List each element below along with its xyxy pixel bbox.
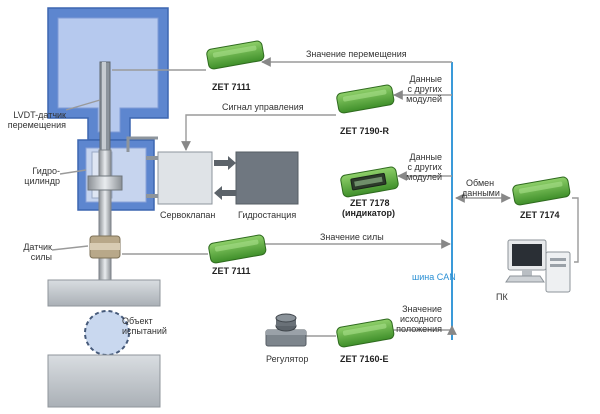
lvdt-label-line1: LVDT-датчик: [13, 110, 66, 120]
hydro-station: [235, 151, 299, 205]
module-zet7111-bottom: [208, 234, 267, 264]
force-value-label: Значение силы: [320, 232, 384, 242]
other-modules-2-line1: Данные: [409, 152, 442, 162]
zet7160e-label: ZET 7160-E: [340, 354, 389, 364]
test-object-label-line2: испытаний: [122, 326, 167, 336]
initial-position-line3: положения: [396, 324, 442, 334]
upper-plate: [47, 279, 161, 307]
can-bus-label: шина CAN: [412, 272, 456, 282]
cylinder-label-line2: цилиндр: [24, 176, 60, 186]
connection-lines: [51, 57, 579, 337]
zet7178-label-line2: (индикатор): [342, 208, 395, 218]
zet7178-label-line1: ZET 7178: [350, 198, 390, 208]
data-exchange-line2: данными: [462, 188, 500, 198]
servo-valve: [126, 136, 213, 205]
other-modules-1-line2: с других: [408, 84, 443, 94]
module-zet7111-top: [206, 40, 265, 70]
force-sensor-label-line2: силы: [31, 252, 52, 262]
hydro-arrows: [214, 156, 236, 200]
other-modules-2-line3: модулей: [406, 172, 442, 182]
other-modules-1-line3: модулей: [406, 94, 442, 104]
zet7174-label: ZET 7174: [520, 210, 560, 220]
other-modules-1-line1: Данные: [409, 74, 442, 84]
pc-icon: [505, 239, 571, 293]
control-signal-label: Сигнал управления: [222, 102, 304, 112]
hydro-station-label: Гидростанция: [238, 210, 296, 220]
zet7111-top-label: ZET 7111: [212, 82, 251, 92]
cylinder-label-line1: Гидро-: [32, 166, 60, 176]
module-zet7174: [512, 176, 571, 206]
lvdt-sensor: [99, 61, 111, 153]
lower-plate: [47, 354, 161, 408]
test-object: [84, 310, 130, 356]
force-sensor: [89, 235, 121, 259]
force-sensor-label-line1: Датчик: [23, 242, 52, 252]
test-object-label-line1: Объект: [122, 316, 153, 326]
module-zet7190r: [336, 84, 395, 114]
lvdt-label-line2: перемещения: [8, 120, 66, 130]
servo-valve-label: Сервоклапан: [160, 210, 215, 220]
regulator-icon: [265, 313, 307, 347]
regulator-label: Регулятор: [266, 354, 308, 364]
other-modules-2-line2: с других: [408, 162, 443, 172]
zet7111-bottom-label: ZET 7111: [212, 266, 251, 276]
module-zet7178: [340, 166, 399, 198]
initial-position-line1: Значение: [402, 304, 442, 314]
zet7190r-label: ZET 7190-R: [340, 126, 390, 136]
initial-position-line2: исходного: [400, 314, 442, 324]
pc-label: ПК: [496, 292, 508, 302]
data-exchange-line1: Обмен: [466, 178, 494, 188]
module-zet7160e: [336, 318, 395, 348]
displacement-value-label: Значение перемещения: [306, 49, 407, 59]
